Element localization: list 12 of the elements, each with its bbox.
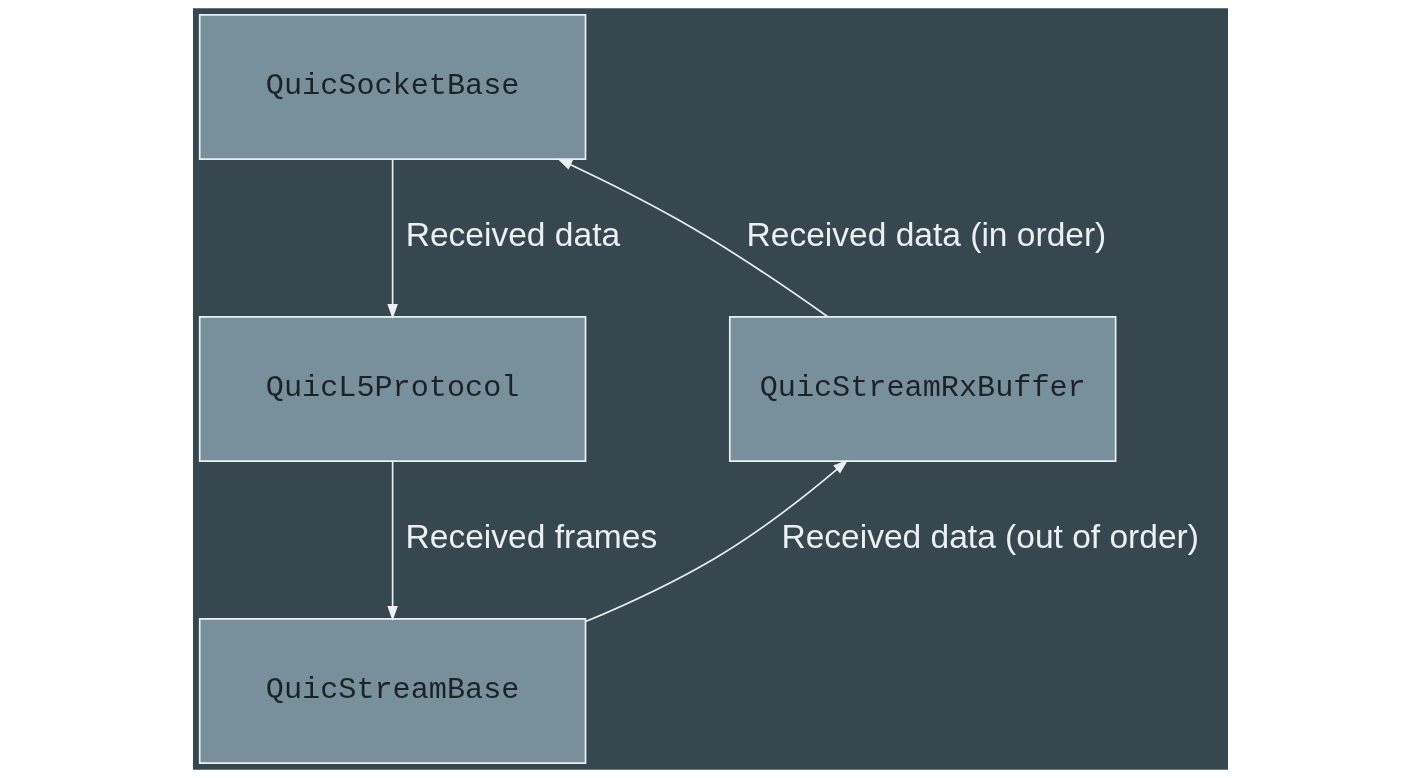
edge-label: Received data (in order) xyxy=(746,216,1106,254)
node-box: QuicStreamRxBuffer xyxy=(728,316,1116,462)
edge-label: Received frames xyxy=(405,518,657,556)
edge-label: Received data (out of order) xyxy=(780,518,1199,556)
arrow xyxy=(386,158,398,320)
node-box: QuicL5Protocol xyxy=(198,316,586,462)
node-box: QuicSocketBase xyxy=(198,14,586,161)
arrow xyxy=(386,460,398,622)
edge-label: Received data xyxy=(405,216,620,254)
arrow xyxy=(556,158,828,318)
arrow xyxy=(584,459,848,623)
node-box: QuicStreamBase xyxy=(198,617,586,764)
